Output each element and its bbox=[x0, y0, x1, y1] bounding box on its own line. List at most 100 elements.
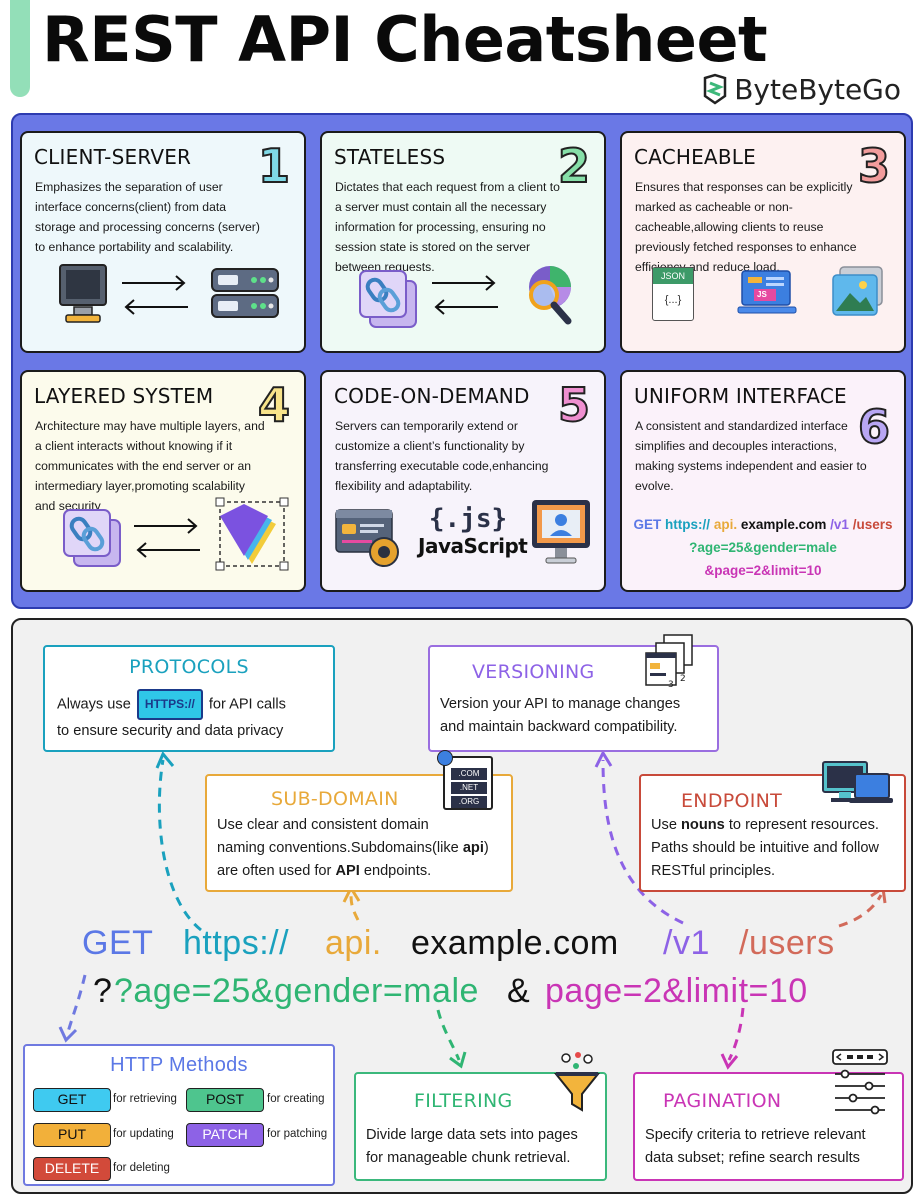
domain-com: .COM bbox=[451, 768, 487, 780]
svg-text:3: 3 bbox=[668, 680, 674, 690]
card-description: Dictates that each request from a client… bbox=[335, 180, 560, 274]
js-braces-badge: {.js} bbox=[428, 504, 508, 534]
card-illustration bbox=[22, 497, 304, 582]
uri-subdomain: api. bbox=[713, 517, 738, 532]
card-title: STATELESS bbox=[334, 145, 446, 169]
json-file-icon: JSON {...} bbox=[652, 267, 694, 321]
versions-stack-icon: 2 3 bbox=[645, 634, 693, 690]
subdomain-title: SUB-DOMAIN bbox=[271, 788, 399, 810]
card-number: 1 bbox=[257, 138, 291, 194]
sliders-pagination-icon bbox=[832, 1049, 888, 1115]
pie-analysis-icon bbox=[529, 266, 572, 325]
card-number: 3 bbox=[857, 138, 891, 194]
method-put-badge: PUT bbox=[33, 1123, 111, 1147]
filtering-title: FILTERING bbox=[414, 1090, 513, 1112]
card-description: Ensures that responses can be explicitly… bbox=[635, 180, 857, 274]
card-client-server: CLIENT-SERVER 1 Emphasizes the separatio… bbox=[20, 131, 306, 353]
versioning-line1: Version your API to manage changes bbox=[440, 696, 681, 712]
filtering-line1: Divide large data sets into pages bbox=[366, 1127, 578, 1143]
subdomain-bold-api: api bbox=[462, 840, 484, 856]
http-methods-box: HTTP Methods GET for retrieving POST for… bbox=[23, 1044, 335, 1186]
card-description: Architecture may have multiple layers, a… bbox=[35, 419, 265, 513]
endpoint-title: ENDPOINT bbox=[681, 790, 783, 812]
subdomain-line2: naming conventions.Subdomains(like bbox=[217, 840, 463, 856]
svg-text:2: 2 bbox=[680, 674, 686, 684]
method-patch-badge: PATCH bbox=[186, 1123, 264, 1147]
user-monitor-icon bbox=[532, 500, 590, 564]
chain-link-icon bbox=[359, 270, 417, 328]
subdomain-box: SUB-DOMAIN .COM .NET .ORG Use clear and … bbox=[205, 750, 513, 892]
versioning-text: Version your API to manage changes and m… bbox=[440, 693, 680, 739]
big-uri-version: /v1 bbox=[663, 924, 710, 962]
card-title: CODE-ON-DEMAND bbox=[334, 384, 530, 408]
big-uri-amp: & bbox=[507, 972, 531, 1010]
rest-principles-panel: CLIENT-SERVER 1 Emphasizes the separatio… bbox=[11, 113, 913, 609]
uri-method: GET bbox=[633, 517, 662, 532]
devices-icon bbox=[822, 761, 893, 803]
subdomain-bold-API: API bbox=[335, 863, 360, 879]
json-file-badge: JSON bbox=[653, 268, 693, 284]
card-number: 5 bbox=[557, 377, 591, 433]
subdomain-text: Use clear and consistent domain naming c… bbox=[217, 814, 489, 883]
endpoint-line2: Paths should be intuitive and follow bbox=[651, 840, 879, 856]
subdomain-line3-end: endpoints. bbox=[359, 863, 432, 879]
method-post-desc: for creating bbox=[267, 1093, 325, 1105]
card-illustration: JSON {...} JS bbox=[622, 263, 904, 343]
method-patch-desc: for patching bbox=[267, 1128, 328, 1140]
javascript-label: JavaScript bbox=[418, 534, 528, 558]
javascript-logo: {.js} JavaScript bbox=[418, 504, 528, 558]
card-layered-system: LAYERED SYSTEM 4 Architecture may have m… bbox=[20, 370, 306, 592]
domain-net: .NET bbox=[451, 782, 487, 794]
card-code-on-demand: CODE-ON-DEMAND 5 Servers can temporarily… bbox=[320, 370, 606, 592]
card-title: LAYERED SYSTEM bbox=[34, 384, 214, 408]
uri-scheme: https:// bbox=[665, 517, 711, 532]
protocols-text-line2: to ensure security and data privacy bbox=[57, 723, 284, 739]
versioning-line2: and maintain backward compatibility. bbox=[440, 719, 678, 735]
card-stateless: STATELESS 2 Dictates that each request f… bbox=[320, 131, 606, 353]
uri-line-1: GET https:// api. example.com /v1 /users bbox=[622, 513, 904, 536]
card-uniform-interface: UNIFORM INTERFACE 6 A consistent and sta… bbox=[620, 370, 906, 592]
server-icon bbox=[211, 268, 279, 318]
endpoint-box: ENDPOINT Use nouns to represent resource… bbox=[639, 761, 906, 892]
bidirectional-arrow-icon bbox=[432, 275, 498, 315]
pagination-text: Specify criteria to retrieve relevant da… bbox=[645, 1124, 866, 1170]
big-uri-question: ? bbox=[93, 972, 113, 1010]
domain-org: .ORG bbox=[451, 796, 487, 808]
card-title: UNIFORM INTERFACE bbox=[634, 384, 847, 408]
page-title: REST API Cheatsheet bbox=[42, 3, 768, 76]
card-description: A consistent and standardized interface … bbox=[635, 419, 867, 493]
connector-arrows bbox=[58, 749, 887, 1070]
globe-icon bbox=[437, 750, 453, 766]
protocols-title: PROTOCOLS bbox=[129, 656, 249, 678]
http-methods-title: HTTP Methods bbox=[110, 1054, 248, 1076]
method-delete-badge: DELETE bbox=[33, 1157, 111, 1181]
brand-name: ByteByteGo bbox=[734, 72, 901, 106]
endpoint-bold-nouns: nouns bbox=[681, 817, 725, 833]
big-uri-query: ? bbox=[93, 972, 112, 1011]
big-uri-paging: page=2&limit=10 bbox=[545, 972, 808, 1010]
subdomain-line1: Use clear and consistent domain bbox=[217, 817, 429, 833]
code-window-icon: JS bbox=[737, 269, 797, 315]
uniform-uri-example: GET https:// api. example.com /v1 /users… bbox=[622, 513, 904, 582]
uri-line-2: ?age=25&gender=male bbox=[689, 540, 837, 555]
big-uri-filter: ?age=25&gender=male bbox=[114, 972, 479, 1010]
card-number: 4 bbox=[257, 377, 291, 433]
uri-version: /v1 bbox=[830, 517, 849, 532]
brand-logo: ByteByteGo bbox=[702, 70, 901, 108]
filtering-line2: for manageable chunk retrieval. bbox=[366, 1150, 571, 1166]
card-number: 2 bbox=[557, 138, 591, 194]
subdomain-line3: are often used for bbox=[217, 863, 336, 879]
https-badge-icon: HTTPS:// bbox=[136, 689, 203, 720]
big-uri-resource: /users bbox=[739, 924, 835, 962]
uri-resource: /users bbox=[852, 517, 893, 532]
endpoint-line3: RESTful principles. bbox=[651, 863, 776, 879]
filtering-box: FILTERING Divide large data sets into pa… bbox=[354, 1052, 607, 1181]
bidirectional-arrow-icon bbox=[134, 518, 200, 558]
endpoint-line1-pre: Use bbox=[651, 817, 682, 833]
endpoint-line1-post: to represent resources. bbox=[724, 817, 879, 833]
pagination-line2: data subset; refine search results bbox=[645, 1150, 860, 1166]
layers-icon bbox=[215, 497, 289, 571]
js-file-label: JS bbox=[757, 290, 767, 299]
